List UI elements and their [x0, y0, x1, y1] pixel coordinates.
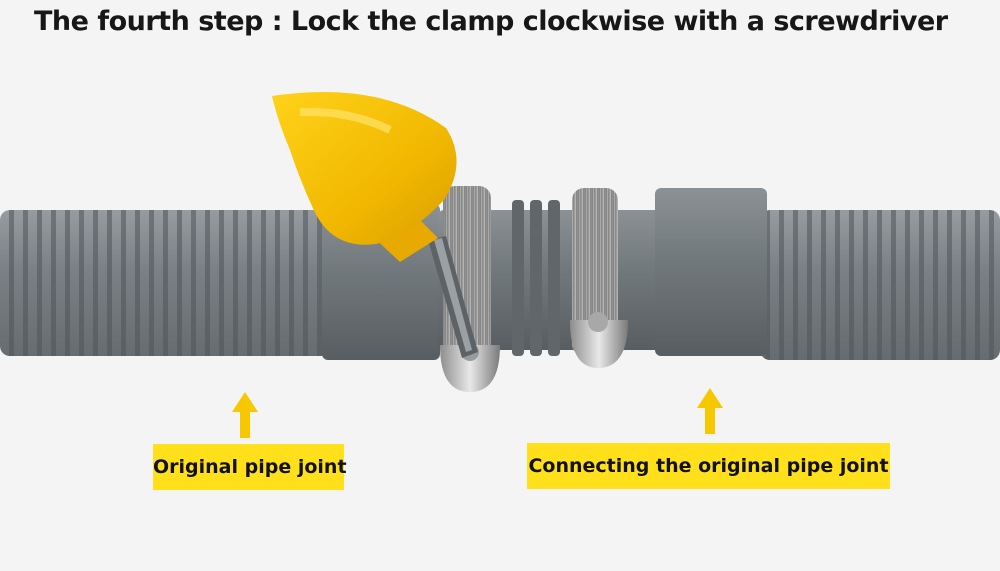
- original-pipe-joint-label: Original pipe joint: [153, 444, 347, 490]
- right-hose-clamp: [570, 188, 628, 368]
- page-title: The fourth step : Lock the clamp clockwi…: [34, 6, 948, 37]
- up-arrow-icon: [232, 392, 258, 438]
- screwdriver: [272, 92, 478, 358]
- up-arrow-icon: [697, 388, 723, 434]
- right-corrugated-hose: [760, 210, 1000, 360]
- connecting-pipe-joint-label: Connecting the original pipe joint: [527, 443, 890, 489]
- connecting-pipe-joint: [655, 188, 767, 356]
- left-corrugated-hose: [0, 210, 330, 356]
